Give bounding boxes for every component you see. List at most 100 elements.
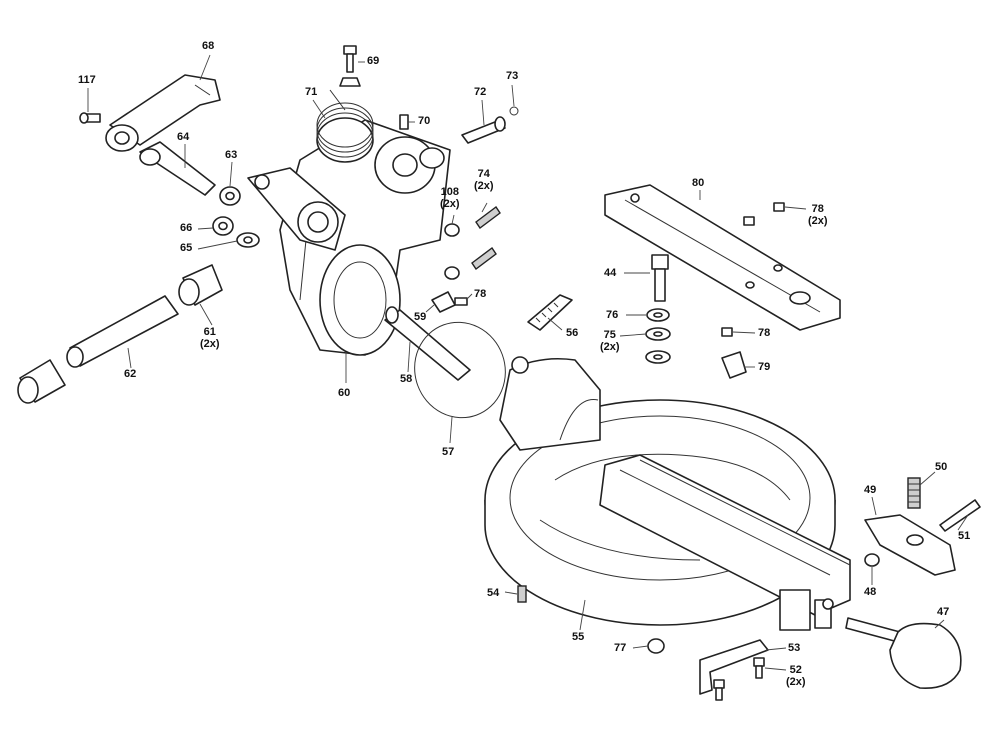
- part-54-setscrew: [517, 585, 527, 603]
- callout-number: 72: [474, 86, 487, 98]
- part-74-setscrew: [471, 205, 501, 271]
- callout-78-a: 78(2x): [808, 203, 828, 227]
- part-63-washer: [219, 186, 241, 206]
- part-53-bracket: [699, 639, 769, 695]
- callout-54: 54: [487, 587, 499, 599]
- callout-66: 66: [180, 222, 192, 234]
- part-75-washer: [645, 327, 671, 364]
- callout-48: 48: [864, 586, 876, 598]
- part-64-pin: [139, 141, 216, 196]
- callout-78-c: 78: [758, 327, 770, 339]
- callout-79: 79: [758, 361, 770, 373]
- callout-qty: (2x): [474, 180, 494, 192]
- callout-number: 117: [78, 74, 96, 86]
- part-71-spring: [316, 89, 374, 163]
- callout-55: 55: [572, 631, 584, 643]
- callout-number: 50: [935, 461, 948, 473]
- callout-qty: (2x): [600, 341, 620, 353]
- callout-number: 77: [614, 642, 627, 654]
- part-58-shaft: [384, 306, 471, 381]
- part-72-pin: [461, 116, 506, 144]
- part-link-plate: [247, 167, 346, 251]
- part-73-clip: [509, 106, 519, 116]
- part-51-bolt: [939, 499, 981, 532]
- callout-qty: (2x): [440, 198, 460, 210]
- callout-56: 56: [566, 327, 578, 339]
- part-80-fence-rail: [604, 184, 841, 331]
- part-bushing-left: [17, 359, 66, 404]
- callout-number: 78: [758, 327, 771, 339]
- part-69-bolt: [339, 45, 361, 87]
- callout-number: 58: [400, 373, 413, 385]
- callout-number: 59: [414, 311, 427, 323]
- callout-number: 62: [124, 368, 137, 380]
- callout-qty: (2x): [808, 215, 828, 227]
- callout-number: 66: [180, 222, 193, 234]
- callout-72: 72: [474, 86, 486, 98]
- leader-lines: [87, 54, 969, 671]
- callout-number: 55: [572, 631, 585, 643]
- callout-75: 75(2x): [600, 329, 620, 353]
- part-68-lever: [105, 74, 221, 152]
- callout-number: 60: [338, 387, 351, 399]
- part-61-bushing: [178, 264, 223, 306]
- part-76-washer: [646, 308, 670, 322]
- callout-number: 75: [603, 329, 616, 341]
- callout-44: 44: [604, 267, 616, 279]
- callout-52: 52(2x): [786, 664, 806, 688]
- part-52-screws: [713, 657, 765, 701]
- part-79-bracket: [721, 351, 747, 379]
- part-blade-housing: [499, 356, 601, 451]
- callout-76: 76: [606, 309, 618, 321]
- callout-number: 52: [789, 664, 802, 676]
- callout-65: 65: [180, 242, 192, 254]
- callout-number: 78: [811, 203, 824, 215]
- callout-number: 53: [788, 642, 801, 654]
- callout-number: 63: [225, 149, 238, 161]
- callout-qty: (2x): [200, 338, 220, 350]
- callout-number: 56: [566, 327, 579, 339]
- callout-number: 65: [180, 242, 193, 254]
- callout-number: 51: [958, 530, 971, 542]
- part-70-pin: [399, 114, 409, 130]
- callout-57: 57: [442, 446, 454, 458]
- callout-108: 108(2x): [440, 186, 460, 210]
- callout-number: 61: [203, 326, 216, 338]
- part-49-lock-lever: [864, 514, 956, 576]
- callout-59: 59: [414, 311, 426, 323]
- callout-117: 117: [78, 74, 96, 86]
- callout-number: 44: [604, 267, 617, 279]
- callout-77: 77: [614, 642, 626, 654]
- part-78-screw-a: [454, 297, 468, 306]
- callout-number: 108: [440, 186, 459, 198]
- callout-number: 68: [202, 40, 215, 52]
- callout-qty: (2x): [786, 676, 806, 688]
- part-77-nut: [647, 638, 665, 654]
- part-47-knob: [845, 617, 962, 689]
- part-44-bolt: [651, 254, 669, 302]
- callout-58: 58: [400, 373, 412, 385]
- callout-number: 57: [442, 446, 455, 458]
- callout-number: 54: [487, 587, 500, 599]
- part-117-screw: [79, 112, 101, 124]
- part-66-nut: [212, 216, 234, 236]
- callout-71: 71: [305, 86, 317, 98]
- callout-number: 64: [177, 131, 190, 143]
- callout-73: 73: [506, 70, 518, 82]
- callout-62: 62: [124, 368, 136, 380]
- part-48-nut: [864, 553, 880, 567]
- callout-number: 48: [864, 586, 877, 598]
- callout-number: 73: [506, 70, 519, 82]
- callout-number: 69: [367, 55, 380, 67]
- part-108-nut: [444, 223, 460, 280]
- callout-49: 49: [864, 484, 876, 496]
- callout-61: 61(2x): [200, 326, 220, 350]
- callout-80: 80: [692, 177, 704, 189]
- callout-63: 63: [225, 149, 237, 161]
- callout-number: 78: [474, 288, 487, 300]
- callout-number: 70: [418, 115, 431, 127]
- callout-60: 60: [338, 387, 350, 399]
- callout-64: 64: [177, 131, 189, 143]
